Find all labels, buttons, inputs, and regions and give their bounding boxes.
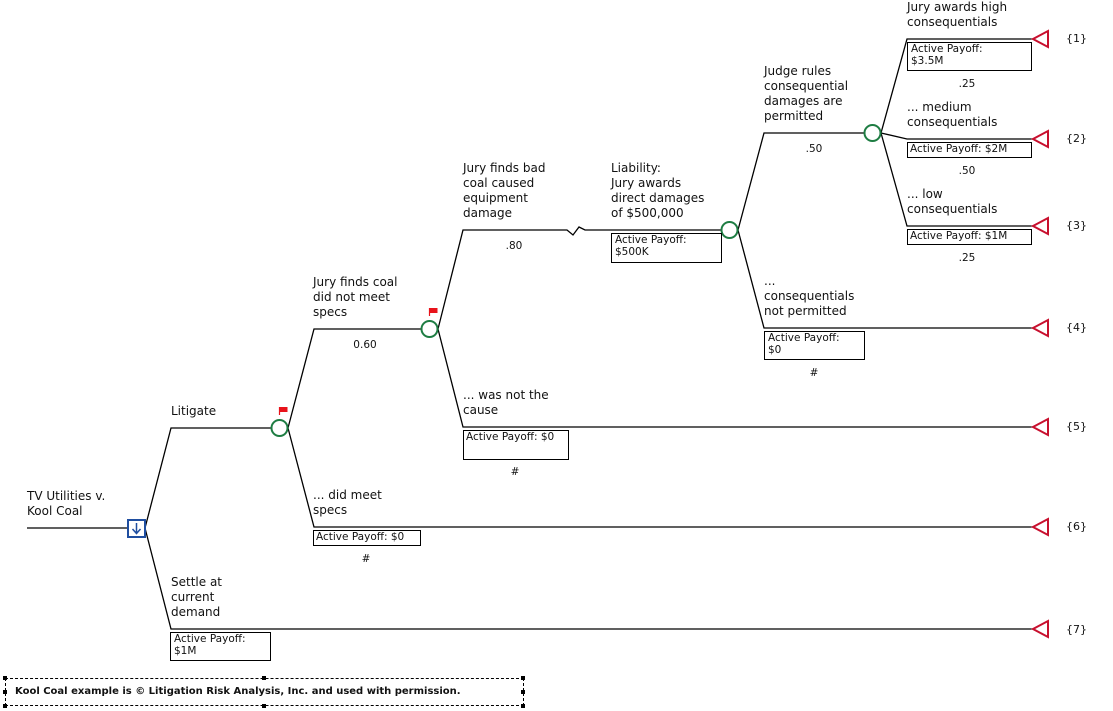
resize-handle[interactable] (262, 676, 266, 680)
branch-label-not-meet-specs[interactable]: Jury finds coal did not meet specs (313, 275, 398, 319)
probability-bad-coal[interactable]: .80 (505, 240, 523, 252)
chance-node-cause[interactable] (420, 320, 439, 338)
probability-low[interactable]: .25 (958, 252, 976, 264)
branch-label-settle[interactable]: Settle at current demand (171, 575, 222, 619)
high-branch-line (880, 38, 1033, 134)
probability-medium[interactable]: .50 (958, 165, 976, 177)
decision-node[interactable] (127, 519, 146, 538)
terminal-node-4[interactable] (1030, 318, 1049, 338)
endpoint-label-1: {1} (1066, 32, 1087, 45)
litigate-branch-line (144, 427, 271, 529)
branch-label-low[interactable]: ... low consequentials (907, 187, 998, 216)
terminal-node-5[interactable] (1030, 417, 1049, 437)
resize-handle[interactable] (3, 676, 7, 680)
low-branch-line (880, 132, 1033, 227)
copyright-note[interactable]: Kool Coal example is © Litigation Risk A… (5, 678, 524, 706)
bad-coal-branch-line (437, 226, 721, 330)
endpoint-label-5: {5} (1066, 420, 1087, 433)
terminal-node-1[interactable] (1030, 29, 1049, 49)
endpoint-label-6: {6} (1066, 520, 1087, 533)
terminal-node-6[interactable] (1030, 517, 1049, 537)
probability-conseq-not-permitted[interactable]: # (809, 367, 819, 379)
terminal-node-3[interactable] (1030, 216, 1049, 236)
branch-label-conseq-not-permitted[interactable]: ... consequentials not permitted (764, 274, 855, 318)
payoff-box-not-cause[interactable]: Active Payoff: $0 (463, 430, 569, 460)
resize-handle[interactable] (521, 690, 525, 694)
probability-did-meet-specs[interactable]: # (361, 553, 371, 565)
probability-not-cause[interactable]: # (510, 466, 520, 478)
conseq-permitted-branch-line (737, 132, 864, 231)
branch-label-medium[interactable]: ... medium consequentials (907, 100, 998, 129)
endpoint-label-4: {4} (1066, 321, 1087, 334)
medium-branch-line (880, 132, 1033, 140)
resize-handle[interactable] (521, 704, 525, 708)
flag-icon (278, 407, 288, 415)
branch-label-litigate[interactable]: Litigate (171, 404, 217, 418)
endpoint-label-2: {2} (1066, 132, 1087, 145)
branch-label-liability[interactable]: Liability: Jury awards direct damages of… (611, 161, 705, 220)
settle-branch-line (144, 527, 1033, 630)
branch-label-high[interactable]: Jury awards high consequentials (907, 0, 1008, 29)
did-meet-specs-branch-line (287, 427, 1033, 528)
chance-node-specs[interactable] (270, 419, 289, 437)
payoff-box-medium[interactable]: Active Payoff: $2M (907, 142, 1032, 158)
terminal-node-2[interactable] (1030, 129, 1049, 149)
branch-label-did-meet-specs[interactable]: ... did meet specs (313, 488, 382, 517)
payoff-box-did-meet-specs[interactable]: Active Payoff: $0 (313, 530, 421, 546)
resize-handle[interactable] (521, 676, 525, 680)
conseq-not-permitted-branch-line (737, 229, 1033, 329)
payoff-box-conseq-not-permitted[interactable]: Active Payoff: $0 (764, 331, 865, 360)
resize-handle[interactable] (3, 690, 7, 694)
payoff-box-liability[interactable]: Active Payoff: $500K (611, 233, 722, 263)
probability-not-meet-specs[interactable]: 0.60 (353, 339, 377, 351)
chance-node-liability[interactable] (720, 221, 739, 239)
payoff-box-low[interactable]: Active Payoff: $1M (907, 229, 1032, 245)
endpoint-label-7: {7} (1066, 623, 1087, 636)
probability-conseq-permitted[interactable]: .50 (805, 143, 823, 155)
resize-handle[interactable] (3, 704, 7, 708)
not-meet-specs-branch-line (287, 328, 421, 429)
not-cause-branch-line (437, 328, 1033, 428)
terminal-node-7[interactable] (1030, 619, 1049, 639)
endpoint-label-3: {3} (1066, 219, 1087, 232)
payoff-box-high[interactable]: Active Payoff: $3.5M (907, 42, 1032, 71)
branch-label-not-cause[interactable]: ... was not the cause (463, 388, 549, 417)
root-title: TV Utilities v. Kool Coal (27, 489, 106, 518)
chance-node-consequentials[interactable] (863, 124, 882, 142)
payoff-box-settle[interactable]: Active Payoff: $1M (170, 632, 271, 661)
copyright-text: Kool Coal example is © Litigation Risk A… (15, 686, 461, 697)
probability-high[interactable]: .25 (958, 78, 976, 90)
branch-label-bad-coal[interactable]: Jury finds bad coal caused equipment dam… (463, 161, 546, 220)
resize-handle[interactable] (262, 704, 266, 708)
flag-icon (428, 308, 438, 316)
down-arrow-icon (131, 523, 142, 535)
branch-label-conseq-permitted[interactable]: Judge rules consequential damages are pe… (764, 64, 849, 123)
